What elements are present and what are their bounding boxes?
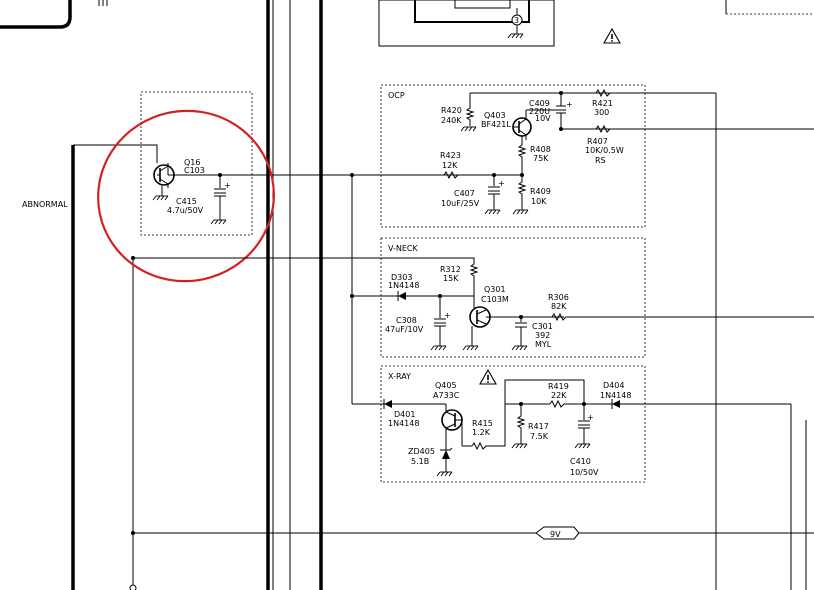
r419-value: 22K — [551, 391, 567, 400]
d404-ref: D404 — [603, 381, 624, 390]
svg-text:+: + — [587, 413, 594, 422]
q301-value: C103M — [481, 295, 509, 304]
r417-value: 7.5K — [530, 432, 549, 441]
d303-value: 1N4148 — [388, 281, 419, 290]
r409-value: 10K — [531, 197, 547, 206]
q403-ref: Q403 — [484, 111, 506, 120]
c409-ref: C409 — [529, 99, 550, 108]
supply-9v-label: 9V — [550, 530, 561, 539]
q16-block: + Q16 C103 C415 4.7u/50V ABNORMAL — [22, 91, 460, 404]
r306-value: 82K — [551, 302, 567, 311]
d303-ref: D303 — [391, 273, 412, 282]
r420-ref: R420 — [441, 106, 462, 115]
diode-icon — [398, 292, 406, 300]
svg-text:+: + — [224, 181, 231, 190]
highlight-circle — [97, 109, 275, 283]
r415-ref: R415 — [472, 419, 493, 428]
r423-ref: R423 — [440, 151, 461, 160]
c409-rating: 10V — [535, 114, 551, 123]
c308-ref: C308 — [396, 316, 417, 325]
ground-icon — [210, 219, 227, 225]
c301-value: 392 — [535, 331, 550, 340]
c410-ref: C410 — [570, 457, 591, 466]
c415-ref: C415 — [176, 197, 197, 206]
q301-ref: Q301 — [484, 285, 506, 294]
c415-value: 4.7u/50V — [167, 206, 204, 215]
r420-value: 240K — [441, 116, 462, 125]
ground-icon — [512, 209, 529, 215]
r421-value: 300 — [594, 108, 609, 117]
supply-rail: 9V — [131, 526, 814, 540]
q16-value: C103 — [184, 166, 205, 175]
zd405-value: 5.1B — [411, 457, 429, 466]
ground-icon — [430, 345, 447, 351]
xray-block: X-RAY Q405 A733C D401 1N4148 R415 1.2K Z… — [352, 365, 791, 483]
q405-ref: Q405 — [435, 381, 457, 390]
r312-value: 15K — [443, 274, 459, 283]
warning-triangle-icon — [603, 28, 621, 44]
pin-3-label: 3 — [514, 16, 519, 25]
ground-icon — [511, 345, 528, 351]
xray-label: X-RAY — [388, 372, 411, 381]
d401-value: 1N4148 — [388, 419, 419, 428]
r306-ref: R306 — [548, 293, 569, 302]
q403-value: BF421L — [481, 120, 511, 129]
ground-icon — [511, 443, 528, 449]
zd405-ref: ZD405 — [408, 447, 435, 456]
r409-ref: R409 — [530, 187, 551, 196]
warning-triangle-icon — [479, 369, 497, 385]
c407-value: 10uF/25V — [441, 199, 480, 208]
ground-icon — [460, 126, 477, 132]
abnormal-label: ABNORMAL — [22, 200, 68, 209]
zener-diode-icon — [442, 450, 450, 459]
r417-ref: R417 — [528, 422, 549, 431]
r419-ref: R419 — [548, 382, 569, 391]
ground-icon — [507, 33, 524, 39]
r407-type: RS — [595, 156, 606, 165]
d401-ref: D401 — [394, 410, 415, 419]
r312-ref: R312 — [440, 265, 461, 274]
vneck-block: V-NECK R312 15K D303 1N4148 + C308 47uF/… — [131, 237, 814, 358]
c407-ref: C407 — [454, 189, 475, 198]
r415-value: 1.2K — [472, 428, 491, 437]
ground-icon — [462, 345, 479, 351]
c301-ref: C301 — [532, 322, 553, 331]
svg-text:+: + — [566, 100, 573, 109]
r407-ref: R407 — [587, 137, 608, 146]
ocp-block: OCP R420 240K Q403 BF421L C409 220U 10V … — [380, 84, 814, 228]
vneck-label: V-NECK — [388, 244, 419, 253]
ground-icon — [574, 443, 591, 449]
diode-icon — [612, 400, 620, 408]
r423-value: 12K — [442, 161, 458, 170]
ground-icon — [436, 471, 453, 477]
r407-value: 10K/0.5W — [585, 146, 624, 155]
ground-icon — [152, 195, 169, 201]
svg-text:+: + — [498, 179, 505, 188]
r408-ref: R408 — [530, 145, 551, 154]
diode-icon — [384, 400, 392, 408]
d404-value: 1N4148 — [600, 391, 631, 400]
c308-value: 47uF/10V — [385, 325, 424, 334]
q405-value: A733C — [433, 391, 460, 400]
ic-block-top: 3 — [378, 0, 555, 47]
c409-value: 220U — [529, 107, 550, 116]
r421-ref: R421 — [592, 99, 613, 108]
q16-ref: Q16 — [184, 158, 200, 167]
svg-text:+: + — [444, 311, 451, 320]
r408-value: 75K — [533, 154, 549, 163]
ocp-label: OCP — [388, 91, 405, 100]
ground-icon — [484, 209, 501, 215]
c301-type: MYL — [535, 340, 552, 349]
c410-value: 10/50V — [570, 468, 599, 477]
